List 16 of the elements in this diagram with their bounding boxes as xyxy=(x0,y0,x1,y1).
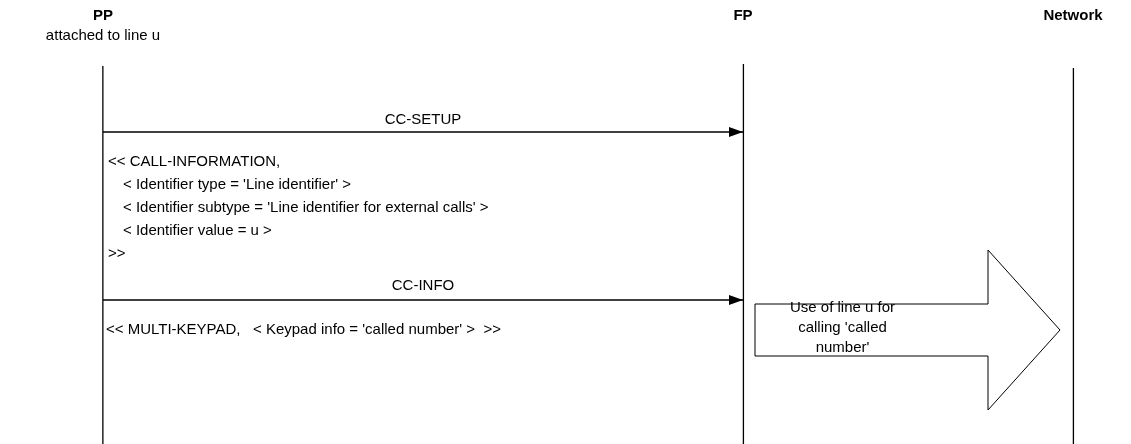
parameter-text: << MULTI-KEYPAD, < Keypad info = 'called number' > >> xyxy=(106,320,501,338)
parameter-text: < Identifier value = u > xyxy=(123,221,272,239)
participant-name: Network xyxy=(1043,5,1103,25)
parameter-text: < Identifier type = 'Line identifier' > xyxy=(123,175,351,193)
parameter-text: << CALL-INFORMATION, xyxy=(108,152,281,170)
message-arrow xyxy=(102,295,744,305)
message-arrow xyxy=(102,127,744,137)
message-label: CC-SETUP xyxy=(383,110,463,128)
parameter-text: < Identifier subtype = 'Line identifier for external calls' > xyxy=(123,198,489,216)
participant-name: FP xyxy=(733,5,753,25)
participant-name: PP xyxy=(93,5,113,25)
block-arrow xyxy=(754,249,1061,411)
action-text: Use of line u for calling 'called number' xyxy=(788,297,897,357)
message-label: CC-INFO xyxy=(390,276,456,294)
participant-note: attached to line u xyxy=(45,25,161,45)
parameter-text: >> xyxy=(108,244,126,262)
